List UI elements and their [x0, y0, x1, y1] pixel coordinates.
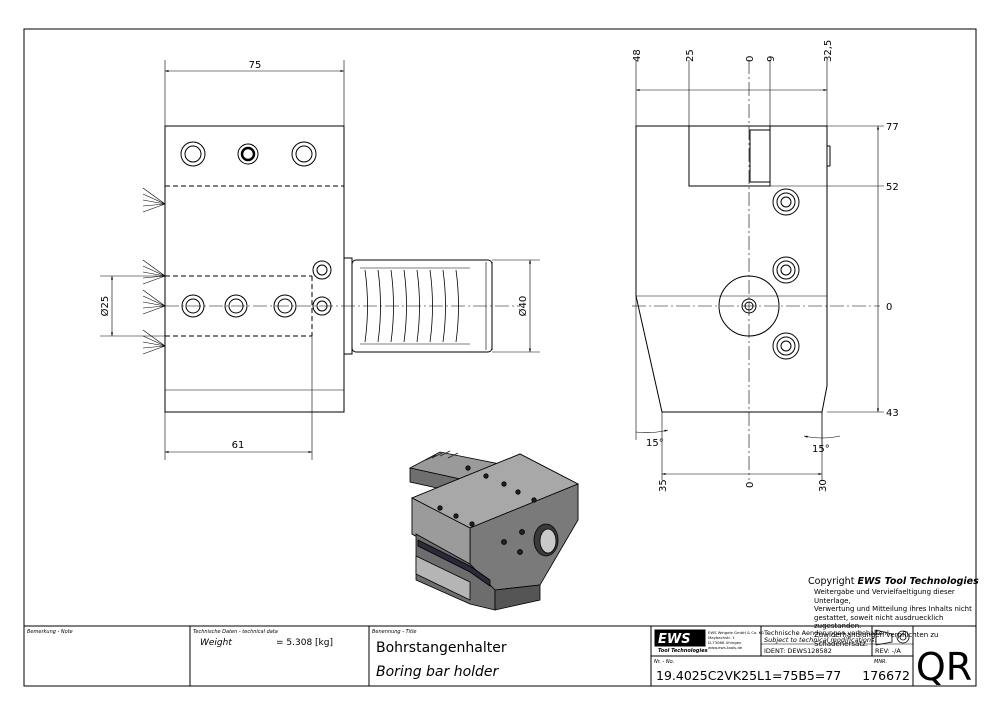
techdata-label: Technische Daten - technical data [193, 629, 278, 635]
dim-angle-left: 15° [646, 438, 664, 449]
dim-dia-25: Ø25 [99, 296, 111, 317]
dim-25: 25 [685, 49, 696, 62]
dim-9: 9 [766, 56, 777, 62]
coolant-marks [142, 187, 166, 355]
dim-angle-right: 15° [812, 444, 830, 455]
title-en: Boring bar holder [376, 664, 500, 680]
change-note-en: Subject to technical modifications! [764, 636, 877, 644]
side-screw-holes [772, 188, 800, 360]
title-block [24, 625, 976, 686]
side-dimension-lines [635, 60, 884, 480]
front-dimension-lines [100, 60, 540, 460]
company-line-3: D-73066 Uhingen [708, 640, 742, 645]
side-body-outline [635, 125, 828, 413]
copyright-line: Zuwiderhandlungen verpflichten zu Schade… [814, 630, 939, 648]
copyright-line: gestattet, soweit nicht ausdruecklich zu… [814, 613, 944, 631]
copyright-brand: EWS Tool Technologies [857, 576, 979, 587]
boring-bar-bush [343, 257, 493, 355]
copyright-title: Copyright EWS Tool Technologies [808, 576, 988, 587]
copyright-notice: Weitergabe und Vervielfaeltigung dieser … [814, 588, 989, 648]
nr-label: Nr. - No. [654, 659, 674, 665]
mnr-number: 176672 [862, 668, 910, 683]
title-de: Bohrstangenhalter [376, 640, 507, 656]
projection-symbol-cone [875, 629, 893, 646]
dim-0-bottom: 0 [745, 482, 756, 488]
side-bore [718, 275, 780, 337]
front-view [100, 60, 540, 460]
copyright-line: Weitergabe und Vervielfaeltigung dieser … [814, 588, 955, 605]
dim-52: 52 [886, 182, 899, 193]
dim-43: 43 [886, 408, 899, 419]
title-label: Benennung - Title [372, 629, 416, 635]
front-screw-holes-top [180, 141, 317, 167]
dim-77: 77 [886, 122, 899, 133]
qr-mark: QR [916, 645, 972, 689]
ews-logo-box [654, 629, 706, 647]
dim-30: 30 [818, 479, 829, 492]
revision: REV: -/A [875, 647, 901, 655]
change-note-de: Technische Aenderungen vorbehalten! [763, 629, 889, 637]
front-screw-holes-mid [181, 260, 332, 318]
copyright-line: Verwertung und Mitteilung ihres Inhalts … [814, 605, 972, 614]
dim-75: 75 [249, 60, 262, 71]
ews-logo: EWS [658, 632, 691, 647]
company-line-1: EWS Weigele GmbH & Co. KG [708, 630, 764, 635]
dim-0-right: 0 [886, 302, 892, 313]
part-number: 19.4025C2VK25L1=75B5=77 [656, 668, 841, 683]
dim-0-top: 0 [745, 56, 756, 62]
dim-dia-40: Ø40 [517, 296, 529, 317]
remark-label: Bemerkung - Note [27, 629, 73, 635]
dim-35: 35 [658, 479, 669, 492]
company-line-2: Maybachstr. 1 [708, 635, 735, 640]
isometric-view [408, 450, 579, 611]
mnr-label: MNR. [874, 659, 887, 665]
ews-logo-sub: Tool Technologies [658, 648, 708, 654]
company-line-4: www.ews-tools.de [708, 645, 743, 650]
side-view [632, 60, 884, 480]
weight-label: Weight [200, 638, 232, 648]
weight-value: = 5.308 [kg] [276, 638, 333, 648]
dim-61: 61 [232, 440, 245, 451]
drawing-border [23, 28, 977, 687]
dim-32-5: 32,5 [823, 40, 834, 62]
dim-48: 48 [632, 49, 643, 62]
copyright-prefix: Copyright [808, 576, 858, 587]
ident: IDENT: DEWS128582 [764, 647, 832, 655]
